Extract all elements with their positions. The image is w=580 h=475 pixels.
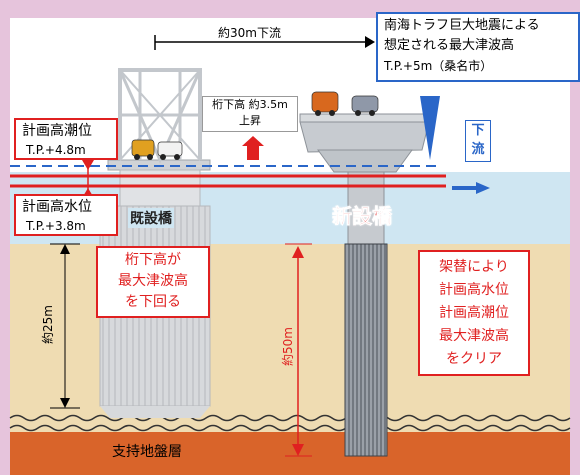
wave-line-upper	[9, 414, 571, 422]
tsunami-callout: 南海トラフ巨大地震による 想定される最大津波高 T.P.+5m（桑名市）	[376, 12, 580, 82]
depth-arrow-old	[50, 243, 80, 409]
downstream-char2: 流	[471, 142, 485, 157]
rise-line1: 桁下高 約3.5m	[212, 98, 288, 111]
clear-note-callout: 架替により 計画高水位 計画高潮位 最大津波高 をクリア	[418, 250, 530, 376]
depth-new-label: 約50m	[280, 327, 295, 366]
clearance-line3: を下回る	[125, 294, 181, 310]
rise-arrow-icon	[242, 136, 264, 160]
high-tide-callout: 計画高潮位 T.P.+4.8m	[14, 118, 118, 160]
downstream-label: 下 流	[465, 120, 491, 162]
rise-callout: 桁下高 約3.5m 上昇	[202, 96, 298, 132]
bearing-layer	[10, 432, 570, 475]
tsunami-line2: 想定される最大津波高	[384, 38, 515, 53]
downstream-char1: 下	[471, 123, 485, 138]
clearance-line2: 最大津波高	[118, 273, 188, 289]
high-tide-value: T.P.+4.8m	[26, 143, 86, 157]
clearance-callout: 桁下高が 最大津波高 を下回る	[96, 246, 210, 318]
distance-label: 約30m下流	[218, 26, 281, 40]
high-tide-title: 計画高潮位	[22, 123, 92, 139]
tsunami-line3: T.P.+5m（桑名市）	[384, 59, 493, 73]
high-water-callout: 計画高水位 T.P.+3.8m	[14, 194, 118, 236]
clear-note-line4: 最大津波高	[439, 328, 509, 344]
tsunami-marker-icon	[420, 96, 440, 160]
depth-arrow-new	[285, 243, 312, 457]
high-water-value: T.P.+3.8m	[26, 219, 86, 233]
bearing-layer-label: 支持地盤層	[112, 444, 182, 460]
wave-line-lower	[9, 424, 571, 432]
tsunami-line1: 南海トラフ巨大地震による	[384, 18, 540, 33]
clear-note-line1: 架替により	[439, 259, 509, 275]
depth-old-label: 約25m	[40, 305, 55, 344]
high-water-title: 計画高水位	[22, 199, 92, 215]
new-bridge	[299, 91, 433, 457]
clear-note-line2: 計画高水位	[439, 282, 509, 298]
rise-line2: 上昇	[239, 114, 261, 127]
new-bridge-label: 新設橋	[332, 204, 393, 229]
high-tide-tick-icon	[82, 160, 94, 170]
clear-note-line3: 計画高潮位	[439, 305, 509, 321]
clearance-line1: 桁下高が	[125, 252, 181, 268]
clear-note-line5: をクリア	[446, 351, 502, 367]
old-bridge-label: 既設橋	[128, 208, 174, 228]
